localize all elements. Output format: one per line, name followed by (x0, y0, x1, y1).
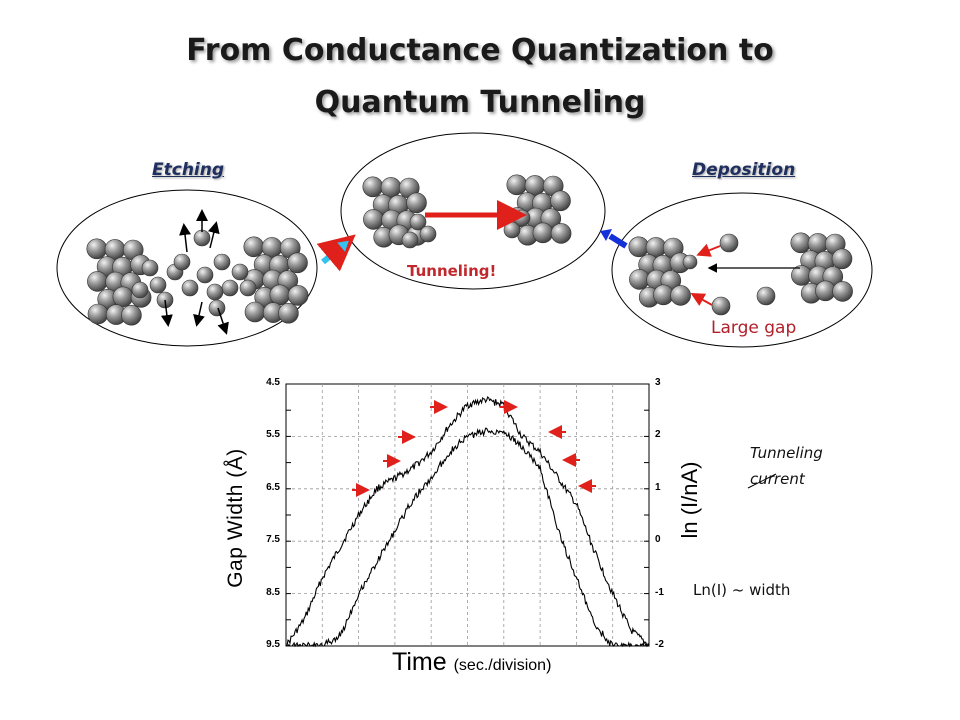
atom (206, 283, 224, 301)
left-tick-label: 9.5 (266, 639, 280, 650)
atom (550, 190, 571, 212)
atom (831, 248, 853, 270)
atom (287, 285, 309, 306)
x-axis-title-main: Time (392, 648, 447, 676)
atom (112, 286, 134, 308)
atom (131, 281, 149, 299)
x-axis-title: Time (sec./division) (392, 648, 551, 677)
atom (243, 236, 265, 258)
right-tick-label: -1 (655, 586, 664, 598)
etching-arrows (160, 209, 229, 335)
left-axis-title: Gap Width (Å) (224, 448, 247, 588)
deposition-label: Deposition (692, 160, 796, 180)
page-title-line1: From Conductance Quantization to (186, 33, 774, 68)
etching-label: Etching (152, 160, 225, 180)
page-title-line2: Quantum Tunneling (314, 85, 646, 120)
atom (409, 213, 427, 231)
atom (244, 301, 266, 323)
atom (87, 271, 108, 292)
etching-to-tunneling-arrow (316, 234, 356, 272)
atom (406, 192, 427, 214)
right-tick-label: -2 (655, 639, 664, 650)
deposition-to-tunneling-arrow (608, 233, 628, 249)
tunneling-atom-cluster (362, 174, 572, 249)
deposition-red-arrow-1 (696, 243, 721, 257)
series-tunneling-current (286, 427, 650, 648)
x-axis-title-unit: (sec./division) (453, 657, 552, 674)
atom (506, 174, 528, 196)
atom (682, 254, 698, 270)
right-axis-title: ln (I/nA) (677, 461, 702, 539)
atom (401, 231, 419, 249)
right-tick-label: 0 (655, 534, 661, 546)
atom (196, 266, 214, 284)
atom (419, 225, 437, 243)
atom (213, 253, 231, 271)
atom (193, 229, 211, 247)
atom (363, 209, 384, 230)
atom (832, 281, 853, 302)
relation-note: Ln(I) ~ width (693, 581, 791, 599)
atom (221, 279, 239, 297)
left-tick-label: 5.5 (266, 429, 280, 441)
tunneling-current-note-line1: Tunneling (750, 444, 823, 462)
tunneling-ellipse (340, 132, 606, 290)
etching-atom-cluster (86, 229, 309, 326)
left-tick-label: 7.5 (266, 534, 280, 546)
atom (269, 284, 291, 306)
atom (86, 238, 108, 260)
right-tick-label: 3 (655, 377, 661, 388)
right-tick-label: 2 (655, 429, 661, 441)
current-annotation-line (747, 473, 777, 489)
chart-step-arrows (352, 400, 596, 497)
deposition-atom-cluster (628, 232, 853, 316)
left-tick-label: 4.5 (266, 377, 280, 388)
atom (513, 209, 531, 227)
right-tick-label: 1 (655, 481, 661, 493)
deposition-red-arrow-2 (690, 293, 713, 306)
tunneling-current-note: Tunneling current (750, 440, 823, 492)
atom (278, 302, 299, 324)
atom (173, 253, 191, 271)
atom (231, 263, 249, 281)
left-tick-label: 8.5 (266, 586, 280, 598)
atom (239, 279, 257, 297)
atom (181, 279, 199, 297)
atom (711, 296, 731, 316)
deposition-ellipse (611, 192, 873, 348)
atom (121, 304, 142, 326)
atom (532, 222, 554, 244)
atom (550, 223, 572, 244)
atom (141, 259, 159, 277)
atom (149, 276, 167, 294)
atom (670, 285, 691, 306)
atom (756, 286, 776, 306)
atom (719, 233, 739, 253)
atom (208, 299, 226, 317)
series-gap-width (286, 396, 650, 647)
gap-width-chart (285, 383, 777, 648)
tunneling-label: Tunneling! (407, 262, 497, 280)
atom (287, 252, 308, 274)
left-tick-label: 6.5 (266, 481, 280, 493)
atom (87, 303, 109, 325)
large-gap-label: Large gap (711, 318, 797, 338)
tunneling-current-note-line2: current (750, 470, 805, 488)
atom (362, 176, 384, 198)
